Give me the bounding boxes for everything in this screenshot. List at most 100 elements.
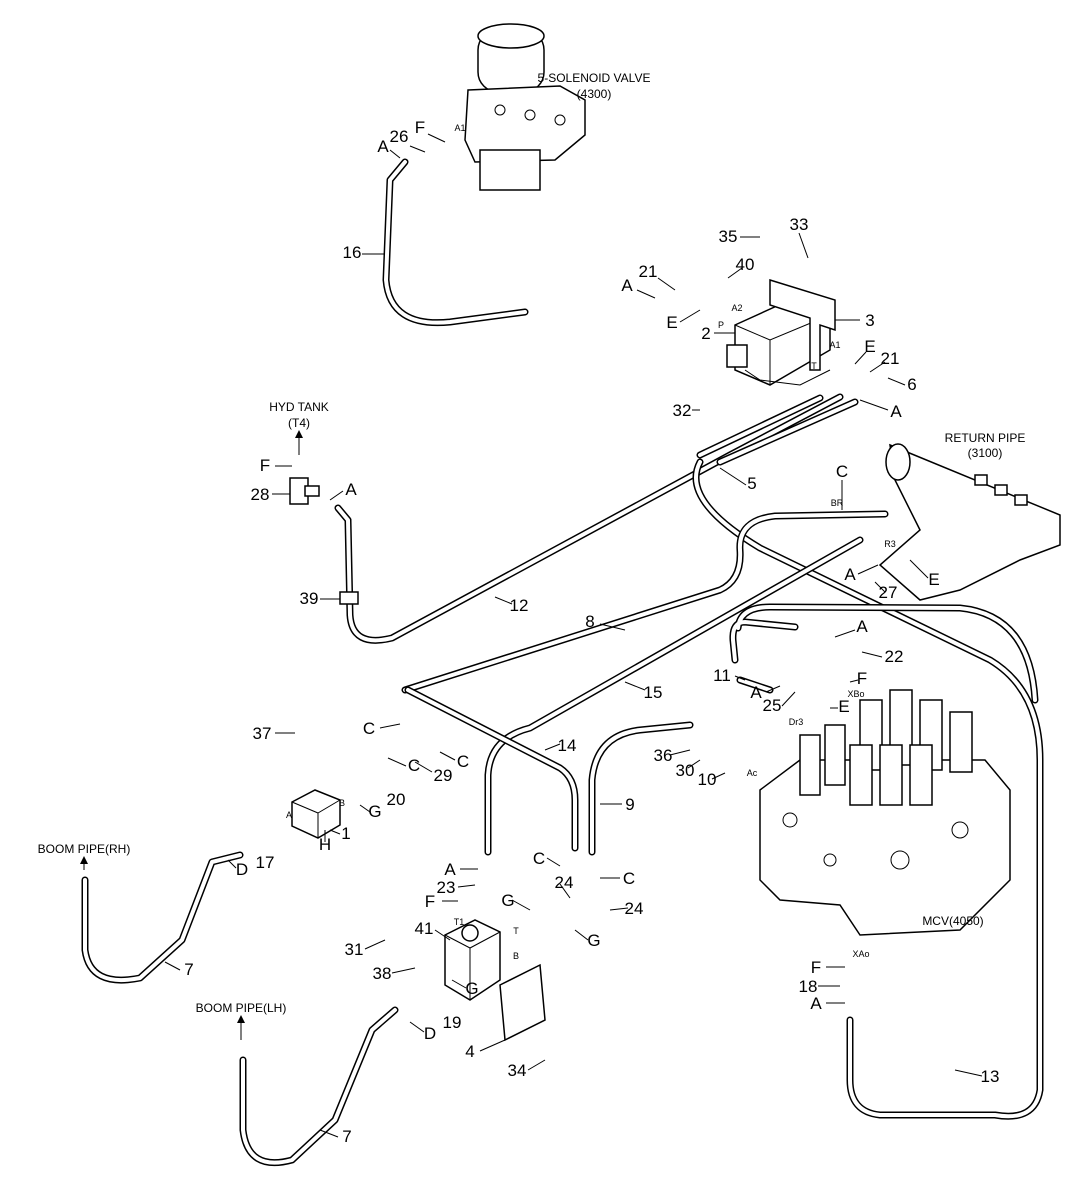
part-callout: G [368, 802, 381, 821]
hose-top-pair [696, 394, 859, 466]
port-label: P [718, 320, 724, 330]
part-callout: G [587, 931, 600, 950]
leader-line [389, 149, 401, 159]
part-callout: 14 [558, 736, 577, 755]
part-callout: H [319, 835, 331, 854]
part-callout: A [444, 860, 456, 879]
leader-line [329, 829, 341, 835]
part-callout: 2 [701, 324, 710, 343]
solenoid-valve-label: 5-SOLENOID VALVE [538, 71, 651, 85]
part-callout: E [864, 337, 875, 356]
port-label: XAo [852, 949, 869, 959]
part-callout: E [928, 570, 939, 589]
leader-line [164, 961, 181, 971]
hose-11 [736, 676, 774, 694]
part-callout: F [425, 892, 435, 911]
leader-line [559, 883, 571, 899]
part-callout: 23 [437, 878, 456, 897]
leader-line [909, 559, 929, 579]
part-callout: 24 [625, 899, 644, 918]
hose-7-lh [239, 1006, 399, 1167]
leader-line [636, 289, 656, 299]
part-callout: A [856, 617, 868, 636]
port-label: BR [831, 498, 844, 508]
part-callout: 4 [465, 1042, 474, 1061]
leader-line [439, 751, 456, 761]
part-callout: G [501, 891, 514, 910]
leader-line [719, 467, 747, 486]
hose-16 [382, 158, 529, 327]
leader-line [727, 267, 743, 279]
part-callout: 11 [713, 666, 731, 685]
leader-line [479, 1039, 506, 1052]
port-label: A2 [731, 303, 742, 313]
tank-tee-28 [289, 477, 320, 505]
part-callout: 41 [415, 919, 434, 938]
part-callout: 30 [676, 761, 695, 780]
part-callout: 13 [981, 1067, 1000, 1086]
part-callout: D [424, 1024, 436, 1043]
leader-line [687, 759, 701, 769]
part-callout: A [890, 402, 902, 421]
leader-line [624, 681, 646, 691]
leader-line [711, 772, 726, 780]
part-callout: 28 [251, 485, 270, 504]
leader-line [849, 679, 859, 683]
leader-line [457, 884, 476, 888]
part-callout: C [623, 869, 635, 888]
part-callout: 27 [879, 583, 898, 602]
solenoid-valve-code: (4300) [577, 87, 612, 101]
part-callout: A [345, 480, 357, 499]
part-callout: C [457, 752, 469, 771]
return-pipe-label: RETURN PIPE [945, 431, 1026, 445]
leader-line [798, 232, 809, 259]
part-callout: A [377, 137, 389, 156]
part-callout: 9 [625, 795, 634, 814]
port-label: Dr3 [789, 717, 804, 727]
part-callout: A [750, 683, 762, 702]
part-callout: 32 [673, 401, 692, 420]
port-label: A1 [829, 340, 840, 350]
leader-line [527, 1059, 546, 1071]
leader-line [765, 685, 781, 693]
part-callout: 18 [799, 977, 818, 996]
part-callout: 19 [443, 1013, 462, 1032]
part-callout: 25 [763, 696, 782, 715]
hyd-tank-label: HYD TANK [269, 400, 329, 414]
part-callout: 1 [341, 824, 350, 843]
leader-line [434, 929, 451, 941]
part-callout: 37 [253, 724, 272, 743]
part-callout: 31 [345, 940, 364, 959]
leader-line [409, 145, 426, 153]
part-callout: E [838, 697, 849, 716]
part-callout: 15 [644, 683, 663, 702]
hose-15 [484, 536, 864, 856]
leader-line [379, 723, 401, 729]
part-callout: C [533, 849, 545, 868]
port-label: T [513, 926, 519, 936]
solenoid-valve-4300 [464, 23, 586, 191]
leader-line [364, 939, 386, 950]
part-callout: 35 [719, 227, 738, 246]
part-callout: 34 [508, 1061, 527, 1080]
part-callout: 7 [184, 960, 193, 979]
part-callout: 12 [510, 596, 529, 615]
leader-line [409, 1021, 425, 1033]
part-callout: F [811, 958, 821, 977]
port-label: T [811, 361, 817, 371]
part-callout: C [408, 756, 420, 775]
part-callout: A [844, 565, 856, 584]
port-label: A [286, 810, 292, 820]
leader-line [511, 899, 531, 911]
part-callout: G [465, 979, 478, 998]
plate-4 [499, 963, 546, 1042]
part-callout: F [260, 456, 270, 475]
port-label: T1 [454, 917, 465, 927]
port-label: Ac [747, 768, 758, 778]
port-label: R3 [884, 539, 896, 549]
part-callout: A [810, 994, 822, 1013]
arrow-icon [80, 430, 303, 1040]
leader-line [387, 757, 407, 767]
part-callout: 17 [256, 853, 275, 872]
